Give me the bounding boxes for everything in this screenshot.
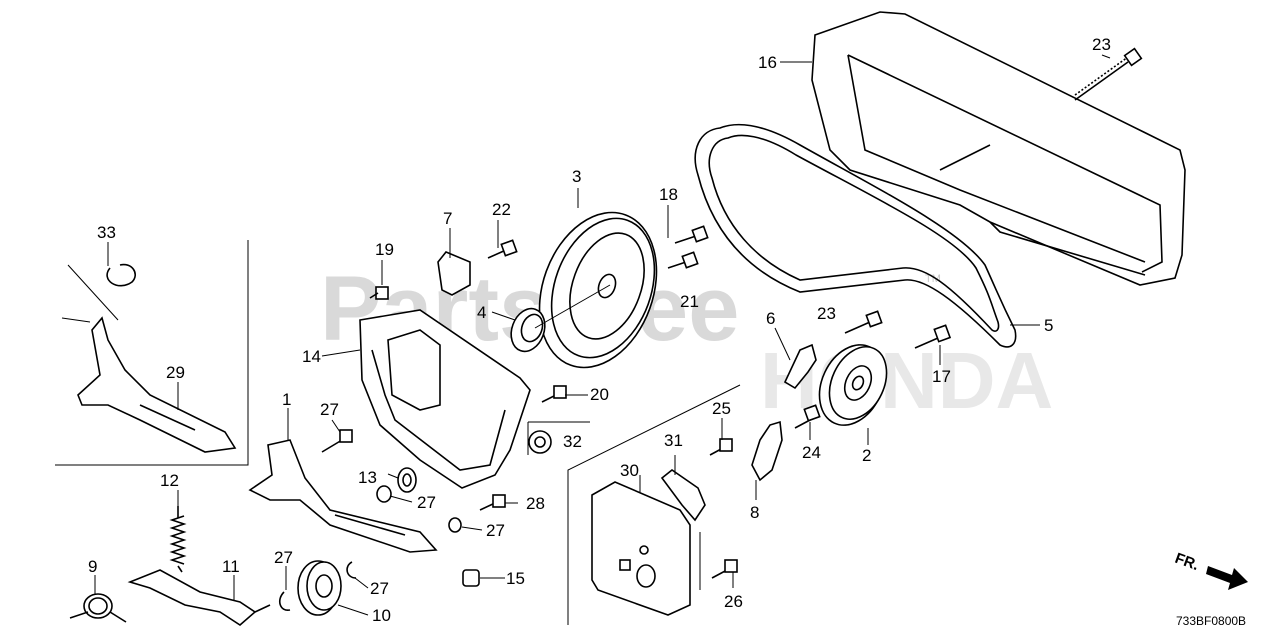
bolt-27-c[interactable] — [321, 429, 353, 453]
callout-4: 4 — [477, 303, 486, 322]
washer-19[interactable] — [448, 517, 462, 533]
clip-33-guide-2 — [61, 317, 91, 323]
ring-23-a[interactable] — [278, 591, 291, 611]
bracket-31[interactable] — [660, 469, 706, 522]
pulley-hub[interactable] — [505, 304, 550, 356]
callout-labels: 16 23 3 18 21 4 7 22 19 14 5 6 23 17 2 2… — [88, 35, 1111, 625]
bolt-17[interactable] — [914, 324, 952, 349]
callout-22: 20 — [590, 385, 609, 404]
direction-arrow-icon — [1206, 566, 1248, 590]
callout-14: 15 — [506, 569, 525, 588]
callout-18: 18 — [659, 185, 678, 204]
callout-9: 9 — [88, 557, 97, 576]
spring-12[interactable] — [169, 506, 187, 573]
small-bracket[interactable] — [437, 251, 471, 296]
callout-7: 7 — [443, 209, 452, 228]
watermark-trademark: TM — [925, 273, 941, 285]
callout-11: 11 — [222, 557, 240, 576]
bolt-25[interactable] — [487, 239, 518, 259]
block-14[interactable] — [462, 569, 480, 587]
bolt-21[interactable] — [369, 286, 389, 300]
bolt-22[interactable] — [541, 385, 567, 403]
nut-32[interactable] — [528, 430, 552, 454]
callout-23-a: 27 — [274, 548, 293, 567]
small-pulley[interactable] — [807, 334, 898, 435]
bolt-24[interactable] — [667, 251, 699, 269]
callout-19: 27 — [486, 521, 505, 540]
shaft-line — [534, 284, 611, 329]
callout-27-e: 27 — [320, 400, 339, 419]
callout-5: 5 — [1044, 316, 1053, 335]
callout-16: 16 — [758, 53, 777, 72]
callout-17: 17 — [932, 367, 951, 386]
bolt-27-a[interactable] — [844, 310, 883, 334]
pulley-10[interactable] — [297, 560, 342, 616]
belt-cover[interactable] — [811, 11, 1186, 286]
ring-23-b[interactable] — [346, 561, 357, 579]
callout-33: 33 — [97, 223, 116, 242]
callout-8: 8 — [750, 503, 759, 522]
leader-lines — [94, 54, 1111, 616]
callout-6: 6 — [766, 309, 775, 328]
bolt-27-e[interactable] — [711, 559, 738, 579]
diagram-code: 733BF0800B — [1176, 614, 1246, 628]
inset-frame-right — [567, 384, 741, 625]
cover-stud — [939, 144, 991, 171]
callout-27-a: 23 — [817, 304, 836, 323]
callout-1: 1 — [282, 390, 291, 409]
drive-belt[interactable] — [694, 123, 1017, 348]
spring-9[interactable] — [69, 593, 127, 623]
callout-24: 21 — [680, 292, 699, 311]
inset-arm[interactable] — [77, 316, 237, 453]
direction-label: FR. — [1173, 550, 1202, 574]
bolt-18[interactable] — [674, 225, 709, 244]
callout-28: 28 — [526, 494, 545, 513]
clip-33-guide — [67, 264, 119, 321]
callout-31: 31 — [664, 431, 683, 450]
mounting-plate[interactable] — [359, 309, 531, 489]
lever-11[interactable] — [127, 569, 257, 626]
spring-bracket[interactable] — [751, 420, 783, 482]
callout-21: 19 — [375, 240, 394, 259]
lever-pin — [254, 604, 271, 613]
clip-33[interactable] — [106, 263, 136, 287]
callout-29: 29 — [166, 363, 185, 382]
callout-30: 30 — [620, 461, 639, 480]
callout-20: 27 — [417, 493, 436, 512]
inset-frame-left — [55, 240, 249, 466]
washer-20[interactable] — [376, 485, 392, 503]
cover-bolt[interactable] — [1074, 47, 1143, 101]
front-direction-indicator: FR. — [1173, 550, 1248, 590]
callout-2: 2 — [862, 446, 871, 465]
cover-plate-30[interactable] — [591, 481, 691, 616]
bolt-28[interactable] — [479, 494, 506, 511]
roller-13[interactable] — [397, 467, 417, 493]
bolt-27-b[interactable] — [794, 404, 821, 429]
callout-23-b: 27 — [370, 579, 389, 598]
idler-arm[interactable] — [248, 439, 438, 553]
idler-bracket[interactable] — [783, 343, 817, 390]
callout-3: 3 — [572, 167, 581, 186]
callout-13: 13 — [358, 468, 377, 487]
callout-12: 12 — [160, 471, 179, 490]
large-pulley[interactable] — [519, 196, 677, 384]
callout-26: 23 — [1092, 35, 1111, 54]
bolt-27-d[interactable] — [709, 438, 733, 456]
callout-32: 32 — [563, 432, 582, 451]
callout-25: 22 — [492, 200, 511, 219]
callout-10: 10 — [372, 606, 391, 625]
callout-27-d: 26 — [724, 592, 743, 611]
callout-15: 14 — [302, 347, 321, 366]
callout-27-b: 24 — [802, 443, 821, 462]
callout-27-c: 25 — [712, 399, 731, 418]
